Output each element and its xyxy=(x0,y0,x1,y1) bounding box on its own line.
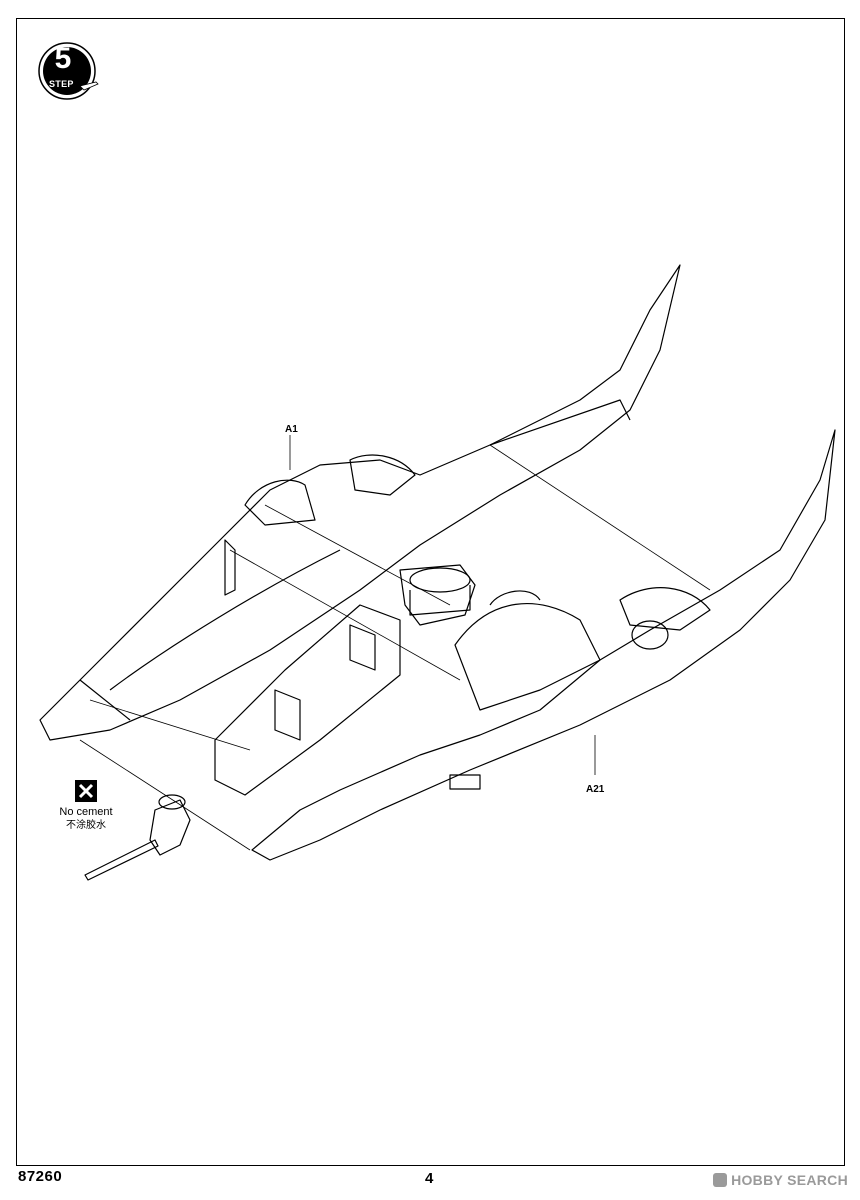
nose-gun-turret xyxy=(84,794,191,881)
step-number: 5 xyxy=(54,42,72,75)
step-badge: 5 STEP xyxy=(36,40,106,106)
assembly-guide-lines xyxy=(79,435,711,851)
page-frame xyxy=(16,18,845,1166)
fuselage-left-half xyxy=(39,264,681,741)
helicopter-assembly-drawing xyxy=(39,264,836,881)
fuselage-right-half xyxy=(251,429,836,861)
cockpit-tub xyxy=(214,604,401,796)
no-cement-note: No cement 不涂胶水 xyxy=(44,780,128,832)
page-number: 4 xyxy=(425,1170,434,1187)
rotor-hub-assembly xyxy=(399,564,476,626)
kit-number: 87260 xyxy=(18,1168,63,1185)
part-label-upper: A1 xyxy=(285,424,298,435)
no-cement-text: No cement xyxy=(59,806,113,818)
watermark-text: HOBBY SEARCH xyxy=(731,1172,848,1188)
watermark: HOBBY SEARCH xyxy=(713,1172,848,1188)
no-cement-text-zh: 不涂胶水 xyxy=(66,820,106,831)
watermark-logo-icon xyxy=(713,1173,728,1187)
no-cement-icon xyxy=(75,780,97,802)
step-badge-icon xyxy=(38,42,99,100)
step-label: STEP xyxy=(49,79,74,89)
part-label-lower: A21 xyxy=(586,784,605,795)
